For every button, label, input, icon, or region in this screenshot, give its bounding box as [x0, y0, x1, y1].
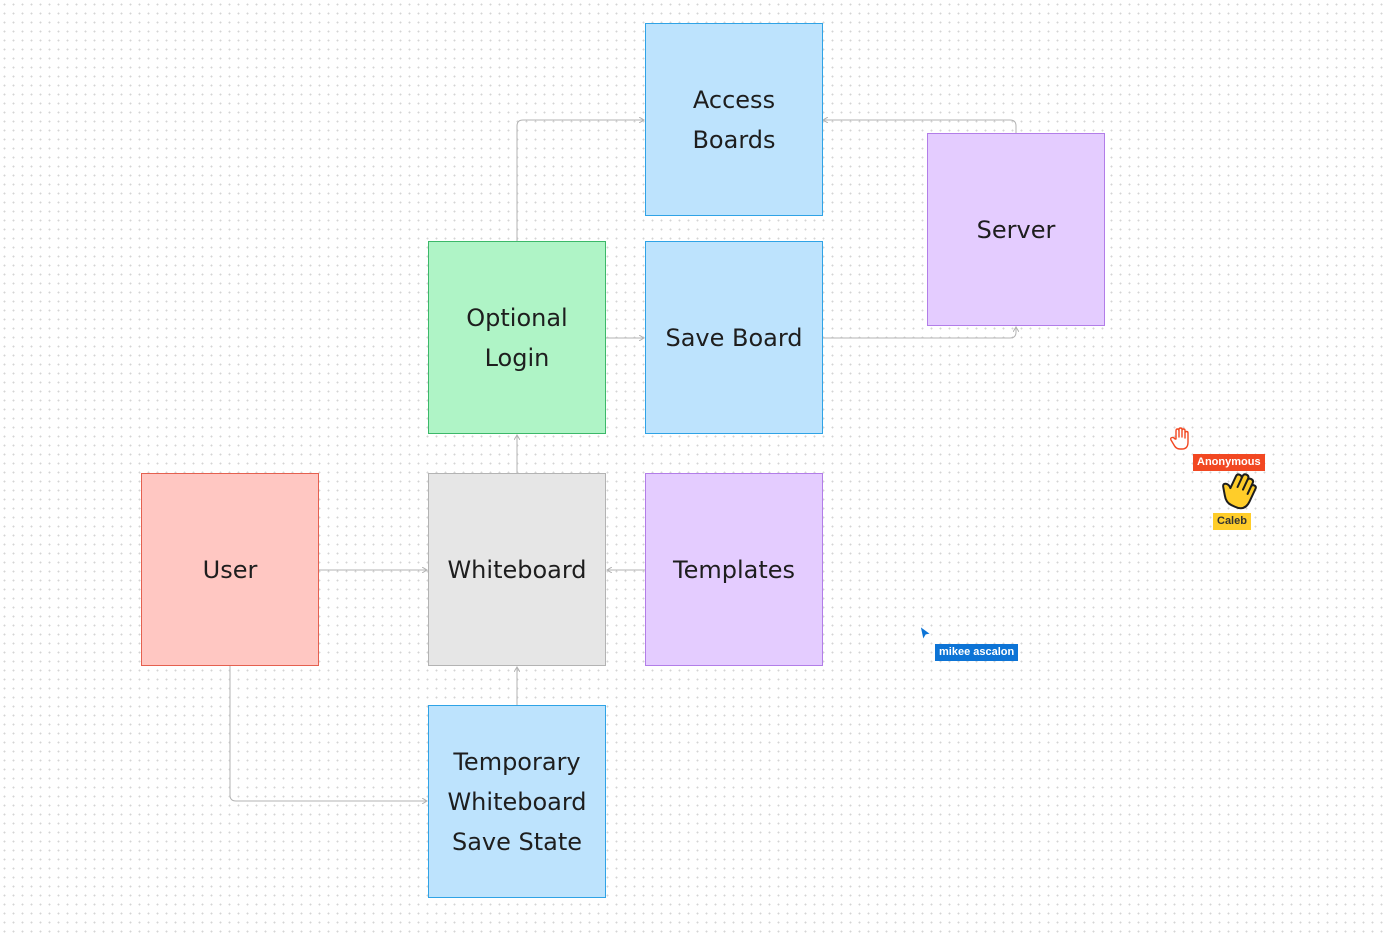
sticky-note-label: Whiteboard — [447, 555, 587, 584]
connector-user-to-temporary-save-state[interactable] — [229, 666, 427, 801]
wave-hand-icon — [1222, 473, 1257, 510]
sticky-note-templates[interactable]: Templates — [645, 473, 823, 666]
sticky-note-whiteboard[interactable]: Whiteboard — [428, 473, 606, 666]
sticky-note-label: Access Boards — [692, 85, 776, 154]
sticky-note-access-boards[interactable]: Access Boards — [645, 23, 823, 216]
sticky-note-label: Optional Login — [466, 303, 568, 372]
hand-cursor-icon — [1169, 427, 1189, 450]
sticky-note-label: User — [202, 555, 258, 584]
sticky-note-save-board[interactable]: Save Board — [645, 241, 823, 434]
sticky-note-server[interactable]: Server — [927, 133, 1105, 326]
connector-optional-login-to-access-boards[interactable] — [516, 120, 644, 241]
collaborator-name-badge: Anonymous — [1193, 454, 1265, 471]
sticky-note-temporary-save-state[interactable]: Temporary Whiteboard Save State — [428, 705, 606, 898]
sticky-note-label: Temporary Whiteboard Save State — [447, 747, 587, 856]
connector-save-board-to-server[interactable] — [823, 327, 1016, 339]
arrow-cursor-icon — [919, 625, 932, 641]
sticky-note-label: Templates — [672, 555, 795, 584]
collaborator-name-badge: mikee ascalon — [935, 644, 1019, 661]
sticky-note-optional-login[interactable]: Optional Login — [428, 241, 606, 434]
sticky-note-user[interactable]: User — [141, 473, 319, 666]
sticky-note-label: Server — [976, 215, 1056, 244]
collaborator-name-badge: Caleb — [1213, 513, 1251, 530]
sticky-note-label: Save Board — [665, 323, 803, 352]
connector-server-to-access-boards[interactable] — [823, 120, 1017, 133]
